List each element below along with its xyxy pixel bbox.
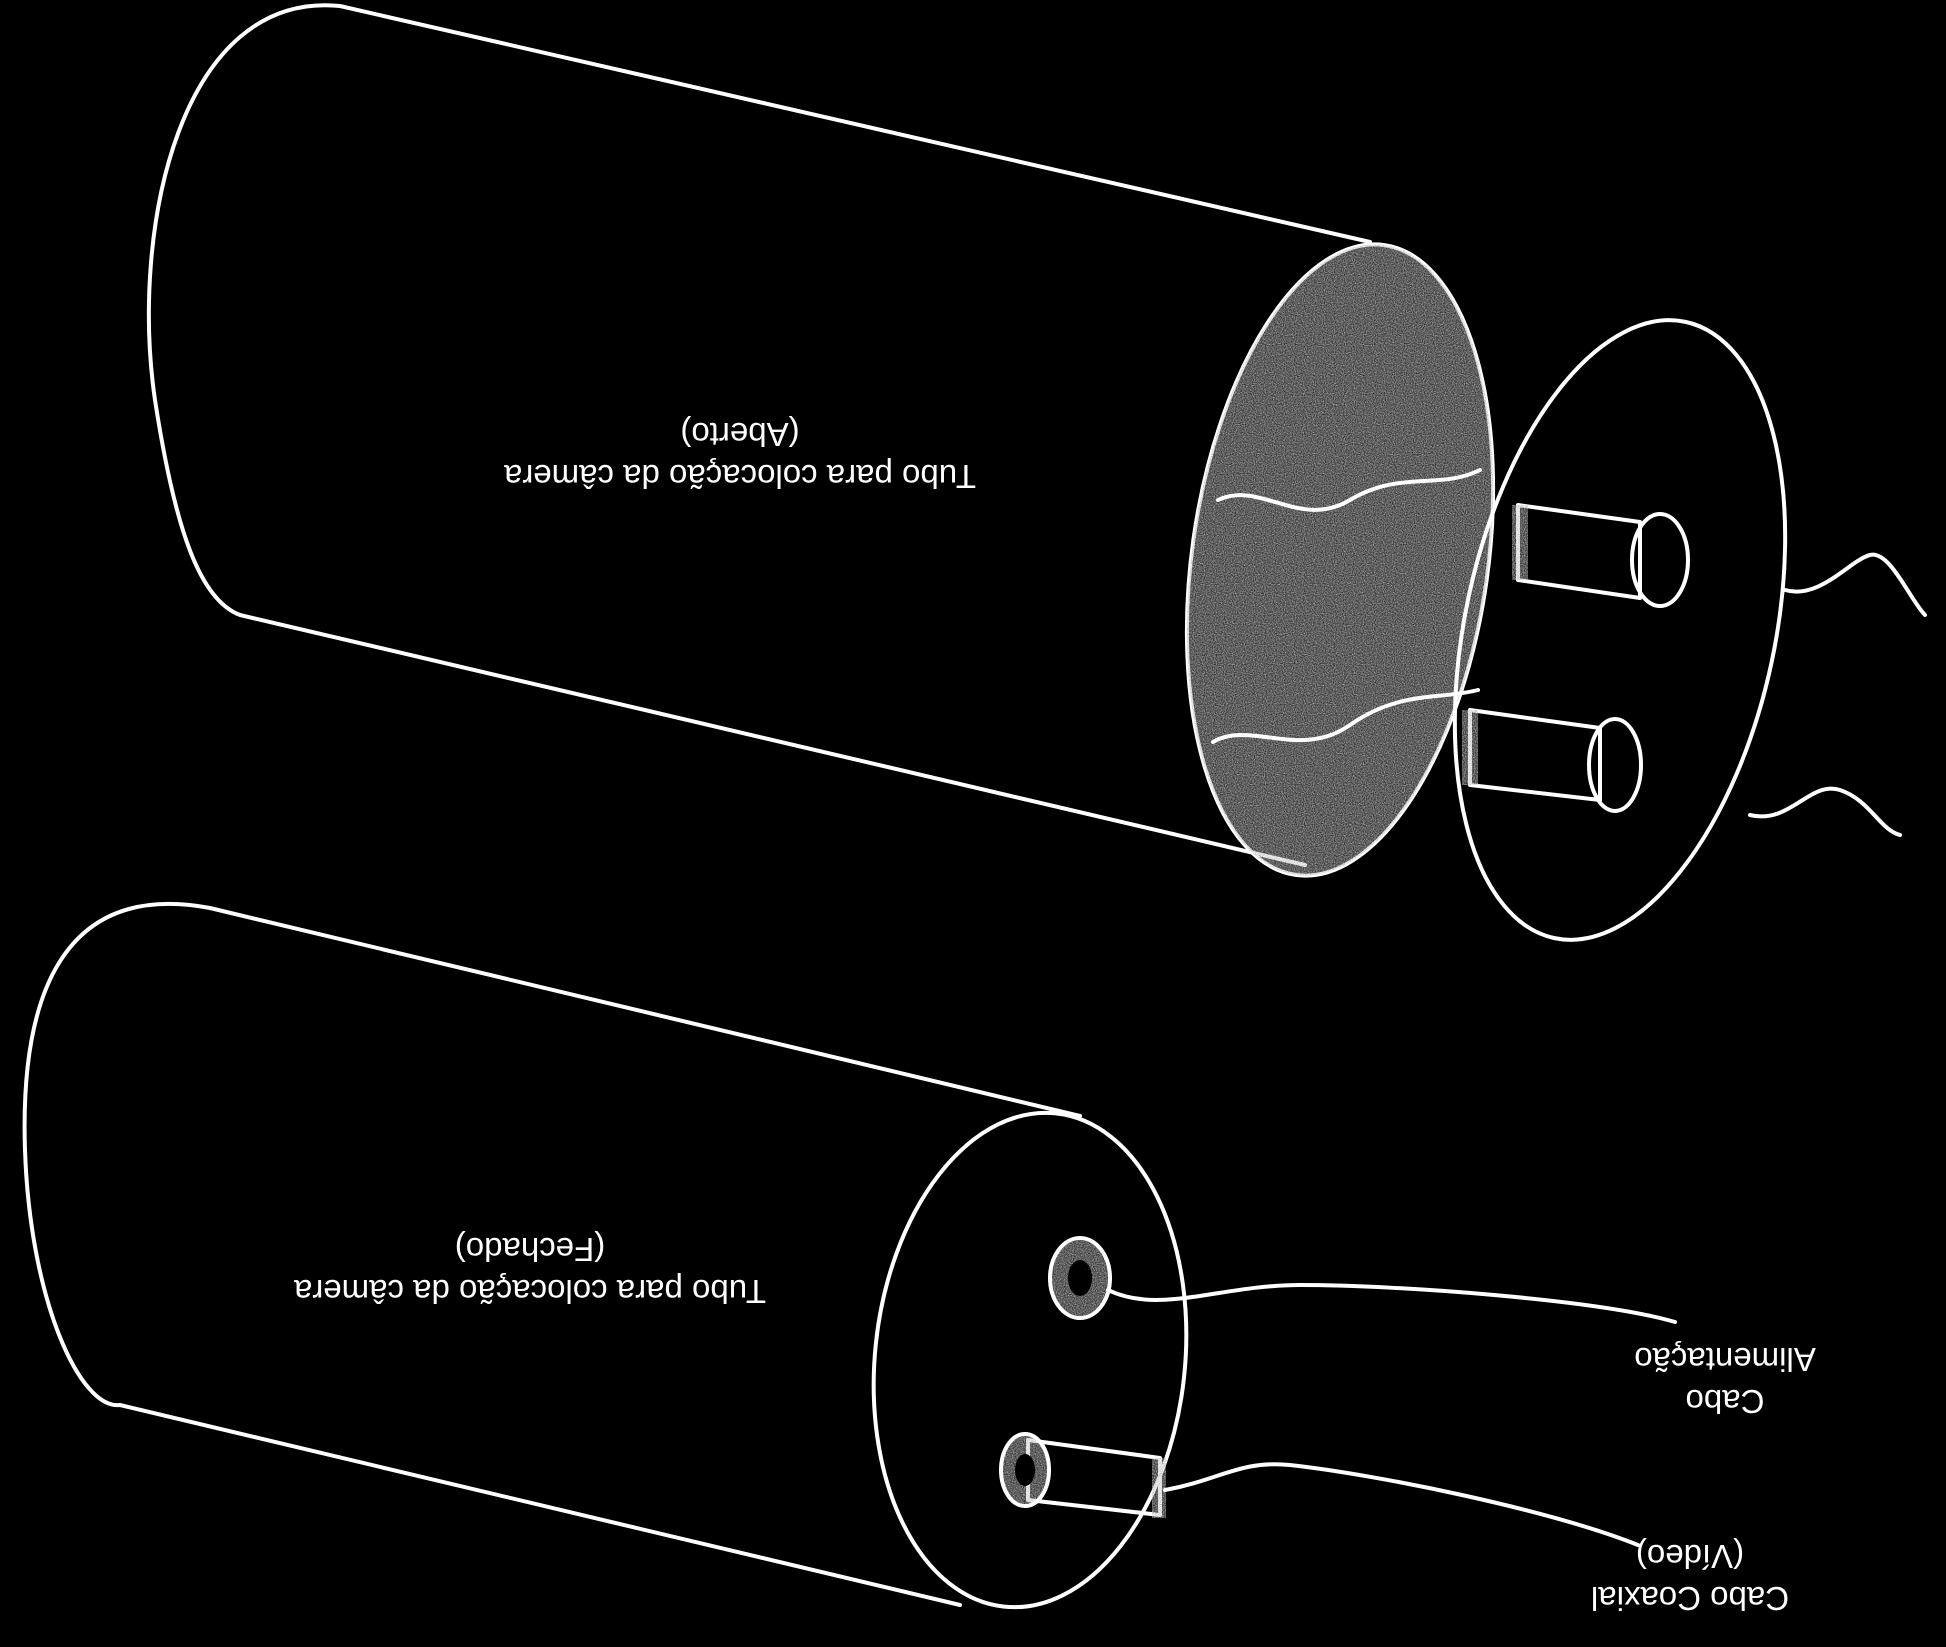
open-tube-body <box>146 3 1372 867</box>
closed-tube-body <box>22 901 1082 1607</box>
cap-video-cable <box>1748 786 1902 837</box>
open-tube-label-line2: (Aberto) <box>680 416 799 453</box>
closed-tube-label-line1: Tubo para colocação da câmera <box>293 1273 766 1310</box>
open-tube-label-line1: Tubo para colocação da câmera <box>503 458 976 495</box>
open-tube: Tubo para colocação da câmera (Aberto) <box>146 3 1927 942</box>
closed-tube-end-cap <box>871 1110 1189 1610</box>
closed-tube-label-line2: (Fechado) <box>455 1231 605 1268</box>
closed-video-cable <box>1163 1462 1640 1547</box>
closed-power-connector <box>1048 1236 1112 1320</box>
power-cable-label-line2: Alimentação <box>1634 1341 1816 1378</box>
closed-power-cable <box>1106 1283 1677 1324</box>
power-cable-label-line1: Cabo <box>1686 1383 1765 1420</box>
open-tube-cap-disc <box>1452 318 1788 942</box>
closed-tube: Tubo para colocação da câmera (Fechado) … <box>22 901 1816 1617</box>
closed-video-connector <box>999 1432 1166 1518</box>
open-tube-inner-wave-bottom <box>1211 688 1480 744</box>
open-tube-inner-wave-top <box>1216 468 1482 512</box>
cap-video-connector <box>1462 708 1643 813</box>
cap-power-connector <box>1512 503 1690 608</box>
video-cable-label-line1: Cabo Coaxial <box>1591 1580 1789 1617</box>
video-cable-label-line2: (Vídeo) <box>1636 1538 1744 1575</box>
cap-power-cable <box>1783 552 1927 617</box>
